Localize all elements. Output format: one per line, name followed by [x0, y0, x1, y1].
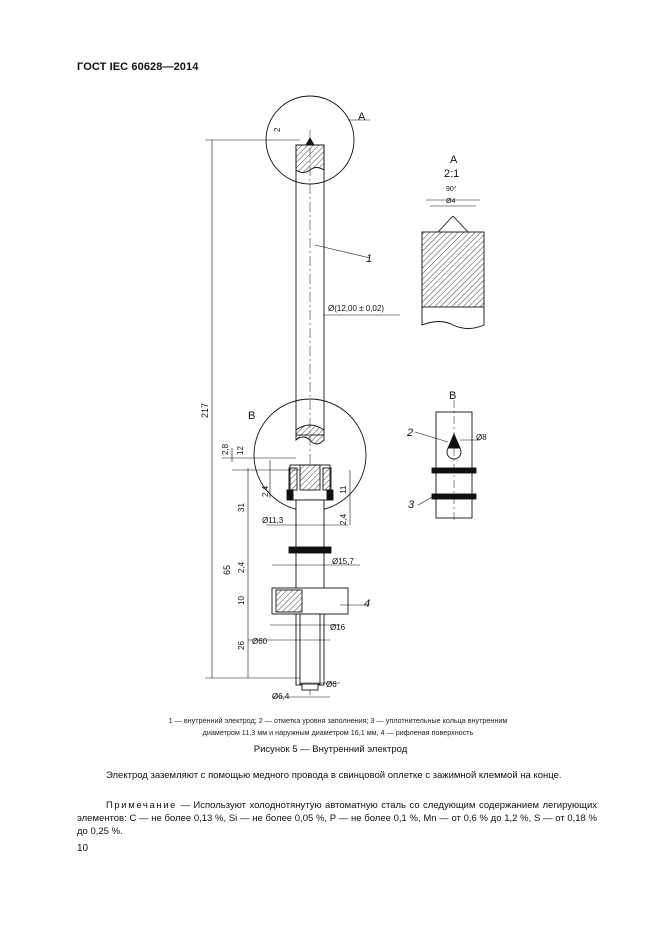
- label-detail-b-view: B: [449, 390, 456, 402]
- callout-4: 4: [364, 598, 370, 610]
- label-dia-tip: Ø4: [446, 198, 455, 205]
- label-dia-11: Ø11,3: [262, 516, 284, 525]
- label-dim-28: 2,8: [221, 443, 230, 455]
- label-dia-60: Ø60: [252, 637, 268, 646]
- technical-drawing: A A 2:1 90° Ø4 Ø(12,00 ± 0,02) 1 2 217 B…: [200, 95, 487, 701]
- note-text: — Используют холоднотянутую автоматную с…: [77, 800, 597, 837]
- label-angle: 90°: [446, 185, 457, 193]
- label-detail-a-view: A: [450, 154, 458, 166]
- label-dim-12: 12: [236, 446, 245, 455]
- label-dim-217: 217: [200, 403, 210, 418]
- label-dim-24-a: 2,4: [261, 485, 270, 497]
- note-label: Примечание: [106, 800, 177, 811]
- label-dim-24-b: 2,4: [339, 513, 348, 525]
- callout-3: 3: [408, 499, 415, 511]
- label-dia-64: Ø6,4: [272, 692, 290, 701]
- figure-legend-line-1: 1 — внутренний электрод; 2 — отметка уро…: [168, 716, 508, 725]
- callout-1: 1: [366, 253, 372, 265]
- label-dia-16: Ø16: [330, 623, 346, 632]
- label-dim-2: 2: [273, 127, 282, 132]
- callout-2: 2: [406, 427, 413, 439]
- label-dim-26: 26: [237, 641, 246, 650]
- body-paragraph-text: Электрод заземляют с помощью медного про…: [106, 770, 562, 781]
- body-paragraph: Электрод заземляют с помощью медного про…: [77, 769, 597, 782]
- label-dim-24-c: 2,4: [237, 561, 246, 573]
- label-scale: 2:1: [444, 168, 459, 180]
- note-paragraph: Примечание — Используют холоднотянутую а…: [77, 799, 597, 838]
- page-number: 10: [77, 843, 89, 854]
- label-dia-bead: Ø8: [476, 433, 487, 442]
- label-detail-a: A: [358, 111, 366, 123]
- label-dim-10: 10: [237, 596, 246, 605]
- document-header: ГОСТ IEC 60628—2014: [77, 61, 199, 73]
- label-dim-11: 11: [339, 485, 348, 494]
- label-dia-6: Ø6: [326, 680, 337, 689]
- label-dim-31: 31: [237, 503, 246, 512]
- label-dim-65: 65: [222, 565, 232, 575]
- figure-legend-line-2: диаметром 11,3 мм и наружным диаметром 1…: [202, 728, 474, 737]
- label-dia-main: Ø(12,00 ± 0,02): [328, 304, 384, 313]
- figure-legend: 1 — внутренний электрод; 2 — отметка уро…: [90, 715, 586, 739]
- label-dia-15: Ø15,7: [332, 557, 354, 566]
- label-detail-b: B: [248, 410, 255, 422]
- figure-title: Рисунок 5 — Внутренний электрод: [253, 744, 408, 755]
